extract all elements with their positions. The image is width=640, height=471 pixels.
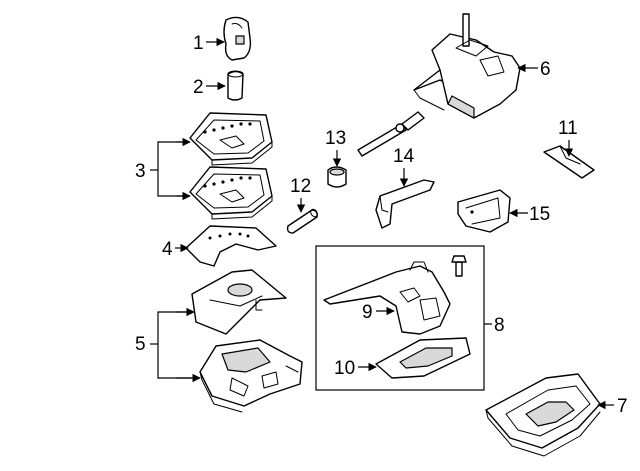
callout-3: 3 xyxy=(135,161,146,182)
callout-15: 15 xyxy=(529,204,550,225)
callout-12: 12 xyxy=(290,176,311,197)
callout-8: 8 xyxy=(494,315,505,336)
callout-10: 10 xyxy=(334,358,355,379)
part-4-gasket xyxy=(185,225,277,267)
part-5-bezel-upper xyxy=(191,269,287,335)
callout-7: 7 xyxy=(617,396,628,417)
callout-14: 14 xyxy=(393,146,415,167)
part-12-pin xyxy=(286,208,318,234)
part-7-console-trim xyxy=(485,373,601,457)
callout-5: 5 xyxy=(135,334,146,355)
part-6-shifter-assembly xyxy=(357,13,521,157)
part-9-park-lock-actuator xyxy=(323,255,467,335)
part-1-shift-knob xyxy=(223,16,252,61)
part-3-indicator-plate-lower xyxy=(189,166,273,220)
part-14-lever-cover xyxy=(375,179,435,229)
bracket-3 xyxy=(157,141,186,197)
callout-4: 4 xyxy=(162,239,173,260)
callout-2: 2 xyxy=(193,77,204,98)
part-13-bushing xyxy=(327,166,347,188)
part-5-bezel-base xyxy=(199,339,303,413)
part-8-group-box xyxy=(315,245,485,391)
part-2-sleeve xyxy=(227,70,244,101)
callout-1: 1 xyxy=(193,33,204,54)
callout-13: 13 xyxy=(325,128,346,149)
bracket-5 xyxy=(157,311,194,379)
part-11-clip xyxy=(543,145,595,179)
callout-9: 9 xyxy=(362,302,373,323)
callout-6: 6 xyxy=(540,59,551,80)
part-10-cover-plate xyxy=(375,337,471,379)
callout-11: 11 xyxy=(558,118,578,139)
part-3-indicator-plate-upper xyxy=(189,112,273,166)
part-15-bracket xyxy=(457,189,511,233)
